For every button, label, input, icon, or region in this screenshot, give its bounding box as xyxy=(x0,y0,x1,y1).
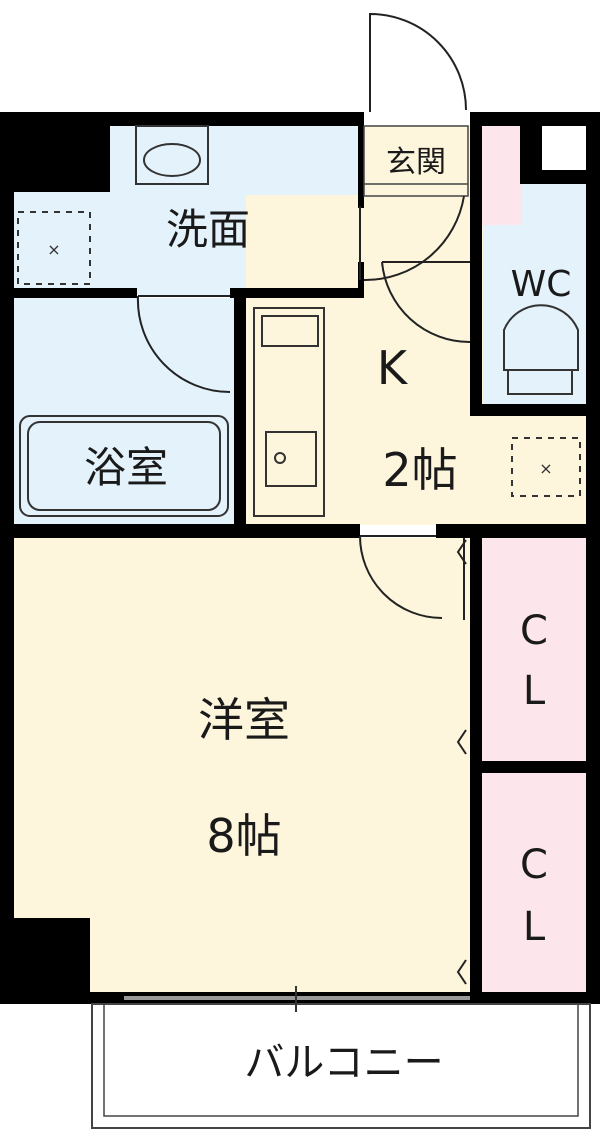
toilet-bowl xyxy=(503,304,579,371)
wall-mid-right xyxy=(436,524,600,538)
bathtub xyxy=(19,415,229,517)
wall-mid xyxy=(0,524,360,538)
closet-lower-label-c: C xyxy=(520,842,548,888)
closet-upper-floor xyxy=(480,538,586,763)
washer-space-mark: × xyxy=(47,240,60,259)
closet-upper-label-l: L xyxy=(523,668,546,714)
wall-bath-right xyxy=(234,290,246,530)
washbasin-bowl xyxy=(143,143,201,177)
entrance-step xyxy=(363,125,469,197)
wall-closet-divider xyxy=(470,761,600,773)
kitchen-counter xyxy=(253,307,325,517)
bathroom-floor xyxy=(12,298,238,524)
closet-lower-door xyxy=(456,959,467,985)
wall-corner-top-left xyxy=(0,112,110,192)
wall-wc-top xyxy=(520,170,600,184)
washroom-label: 洗面 xyxy=(166,205,250,254)
wall-left xyxy=(0,112,14,1004)
wall-entrance-right xyxy=(470,112,482,412)
wall-right xyxy=(586,112,600,1004)
entrance-label: 玄関 xyxy=(386,145,446,180)
closet-upper-label-c: C xyxy=(520,608,548,654)
kitchen-sink xyxy=(265,431,317,487)
wall-wc-divider xyxy=(520,112,542,172)
kitchen-label: K xyxy=(377,341,409,395)
wall-corner-bottom-left xyxy=(0,918,90,1004)
wall-washroom-bottom-2 xyxy=(230,288,360,298)
balcony-inner xyxy=(103,1003,579,1117)
washbasin xyxy=(135,125,209,185)
closet-lower-label-l: L xyxy=(523,904,546,950)
fridge-space xyxy=(511,437,581,497)
toilet-label: WC xyxy=(511,264,572,305)
kitchen-counter-top xyxy=(261,315,319,347)
closet-upper-door xyxy=(456,539,467,755)
wall-wc-bottom xyxy=(470,404,600,416)
entrance-door-swing xyxy=(369,12,467,112)
bathtub-inner xyxy=(27,421,221,511)
bathroom-label: 浴室 xyxy=(84,443,168,492)
kitchen-size-label: 2帖 xyxy=(382,443,457,497)
wall-washroom-bottom xyxy=(12,288,137,298)
wall-wc-right-notch xyxy=(542,126,586,170)
balcony-label: バルコニー xyxy=(244,1040,443,1086)
washer-space xyxy=(17,211,91,285)
western-room-size-label: 8帖 xyxy=(206,809,281,863)
closet-strip-top xyxy=(480,125,522,225)
western-room-label: 洋室 xyxy=(198,693,290,747)
bathroom-door-swing xyxy=(136,295,231,394)
kitchen-sink-drain xyxy=(274,452,286,464)
wall-washroom-right xyxy=(358,112,364,208)
washroom-door-swing xyxy=(363,195,465,282)
fridge-space-mark: × xyxy=(539,459,552,478)
toilet-tank xyxy=(507,369,573,395)
western-door-swing xyxy=(359,535,443,619)
kitchen-door-swing xyxy=(381,261,471,344)
closet-lower-floor xyxy=(480,773,586,994)
